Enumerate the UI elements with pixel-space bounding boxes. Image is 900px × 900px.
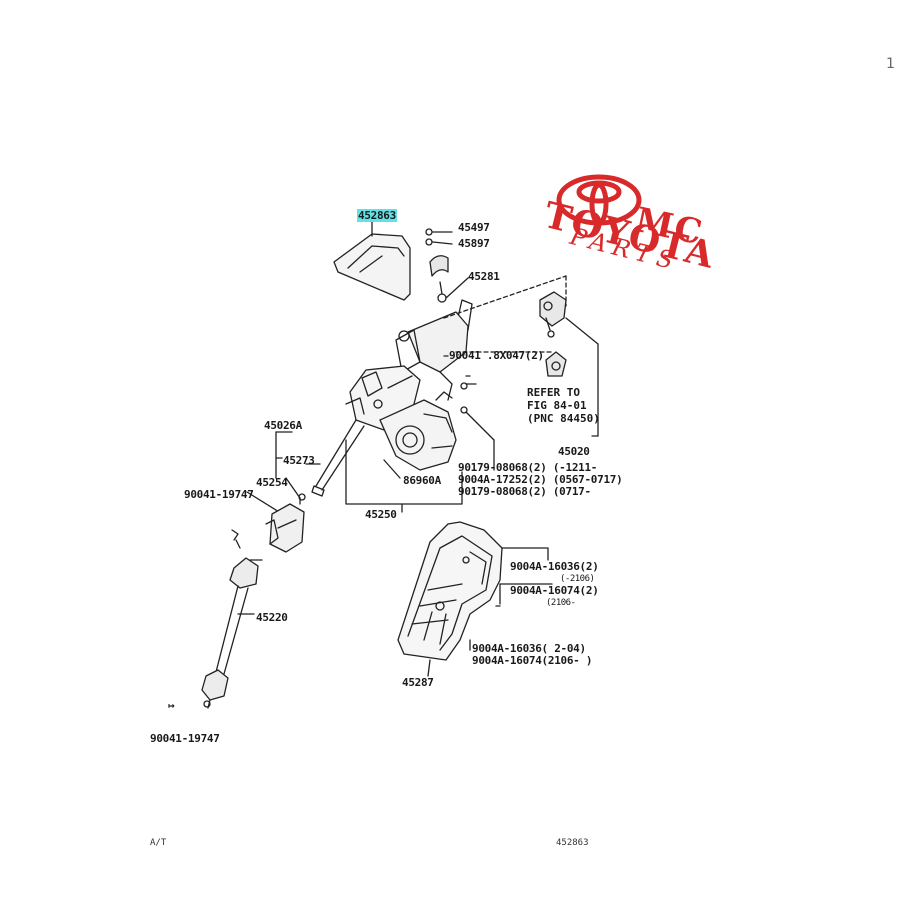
refer-note-line-3: (PNC 84450) [527,412,600,425]
page-corner-mark: 1 [886,56,895,72]
bolt-variant-b1-range: (-1211- [552,461,598,474]
bolt-variant-d2: 9004A-16074(2106- ) [472,655,592,667]
footer-right-code: 452863 [556,838,589,848]
bolt-variant-b1: 90179-08068(2) (-1211- [458,462,597,474]
bolt-variant-c1-number: 9004A-16036(2) [510,560,599,573]
part-label-45281: 45281 [468,270,500,283]
part-label-45254: 45254 [256,476,288,489]
bushing-parts [425,228,469,303]
bolt-variant-b3-number: 90179-08068(2) [458,485,547,498]
refer-note-line-2: FIG 84-01 [527,399,587,412]
bolt-variant-b3-range: (0717- [552,485,591,498]
bolt-variant-c2-range: (2106- [546,598,576,608]
bolt-variant-b1-number: 90179-08068(2) [458,461,547,474]
bolt-variant-d1-number: 9004A-16036( [472,642,548,655]
toyota-mc-parts-logo: MC TOYOTA PARTS [540,172,760,297]
bolt-variant-c1: 9004A-16036(2) [510,561,599,573]
bolt-variant-c2-number: 9004A-16074(2) [510,584,599,597]
part-label-90041-lower: 90041-19747 [150,732,220,745]
bolt-variant-d2-number: 9004A-16074(2106- [472,654,580,667]
bolt-symbol: ↦ [168,699,175,712]
bracket-assembly-part [539,291,599,437]
column-cover-part [333,221,411,301]
part-label-452863: 452863 [357,209,397,222]
part-label-90041-upper: 90041-19747 [184,488,254,501]
bolt-variant-d1-range: 2-04) [554,642,586,655]
footer-left-code: A/T [150,838,167,848]
steering-column-assembly [311,299,473,513]
part-label-45497: 45497 [458,221,490,234]
highlighted-part-number: 452863 [357,209,397,222]
part-label-45287: 45287 [402,676,434,689]
bolt-variant-b3: 90179-08068(2) (0717- [458,486,591,498]
part-label-45220: 45220 [256,611,288,624]
bolt-variant-c1-range: (-2106) [560,574,595,584]
toyota-emblem-icon [556,174,642,226]
bolt-variant-d1: 9004A-16036( 2-04) [472,643,586,655]
part-label-45026: 45026A [264,419,302,432]
refer-note: REFER TO FIG 84-01 (PNC 84450) [527,386,600,425]
part-label-45250: 45250 [365,508,397,521]
leader-dashed-lines [443,275,567,607]
column-bracket-part [397,521,553,677]
intermediate-shaft-part [201,493,306,709]
bolt-variant-d2-range: ) [585,654,593,667]
bolt-variant-b2-range: (0567-0717) [552,473,623,486]
part-label-86960: 86960A [403,474,441,487]
part-label-90041-mid: 90041 .8X047(2) [449,349,544,362]
part-label-45273: 45273 [283,454,315,467]
part-label-45020: 45020 [558,445,590,458]
bolt-variant-b2: 9004A-17252(2) (0567-0717) [458,473,623,486]
bolt-variant-c2: 9004A-16074(2) [510,585,599,597]
refer-note-line-1: REFER TO [527,386,580,399]
leader-solid-lines [246,355,495,521]
part-label-45897: 45897 [458,237,490,250]
bolt-variant-b2-number: 9004A-17252(2) [458,473,547,486]
